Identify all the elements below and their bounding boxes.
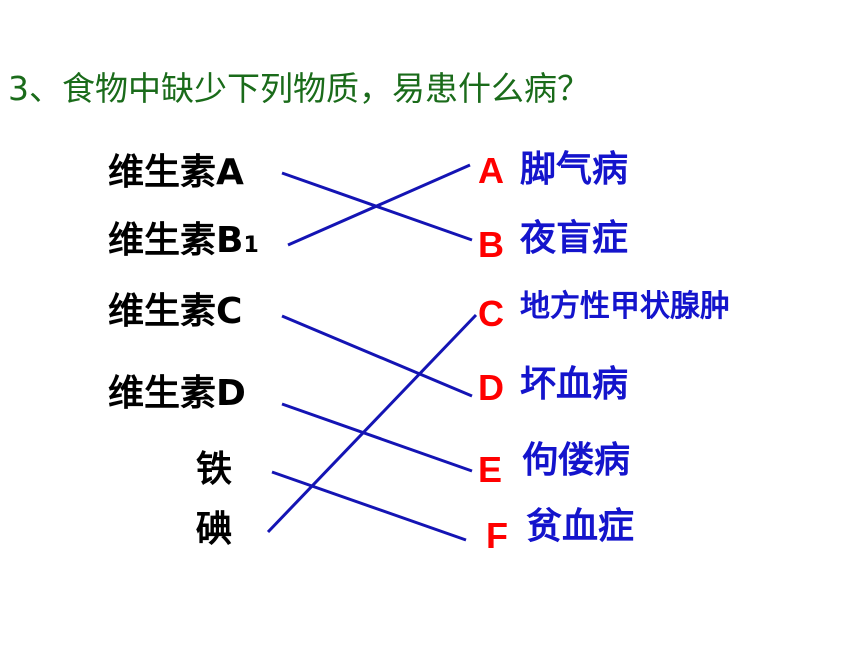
match-line xyxy=(287,163,471,247)
disease-letter: B xyxy=(478,224,504,265)
disease-letter: A xyxy=(478,150,504,191)
disease-letter: F xyxy=(486,515,508,556)
match-line xyxy=(281,402,473,473)
disease-name: 地方性甲状腺肿 xyxy=(520,289,730,324)
nutrient-label: 维生素D xyxy=(108,373,246,414)
disease-letter: D xyxy=(478,367,504,408)
match-line xyxy=(271,470,467,542)
nutrient-label: 维生素B1 xyxy=(108,220,259,261)
disease-letter: E xyxy=(478,449,503,490)
disease-name: 贫血症 xyxy=(526,506,635,547)
nutrient-label: 铁 xyxy=(196,449,233,490)
disease-name: 坏血病 xyxy=(520,364,629,405)
match-line xyxy=(266,313,478,534)
disease-name: 佝偻病 xyxy=(522,440,631,481)
question-title: 3、食物中缺少下列物质，易患什么病？ xyxy=(8,69,590,108)
nutrient-subscript: 1 xyxy=(243,233,259,258)
disease-name: 脚气病 xyxy=(520,149,629,190)
nutrient-label: 维生素A xyxy=(108,152,244,193)
nutrient-label: 维生素C xyxy=(108,291,243,332)
disease-letter: C xyxy=(478,293,504,334)
match-line xyxy=(281,314,473,398)
disease-name: 夜盲症 xyxy=(520,218,629,259)
nutrient-label: 碘 xyxy=(196,509,233,550)
